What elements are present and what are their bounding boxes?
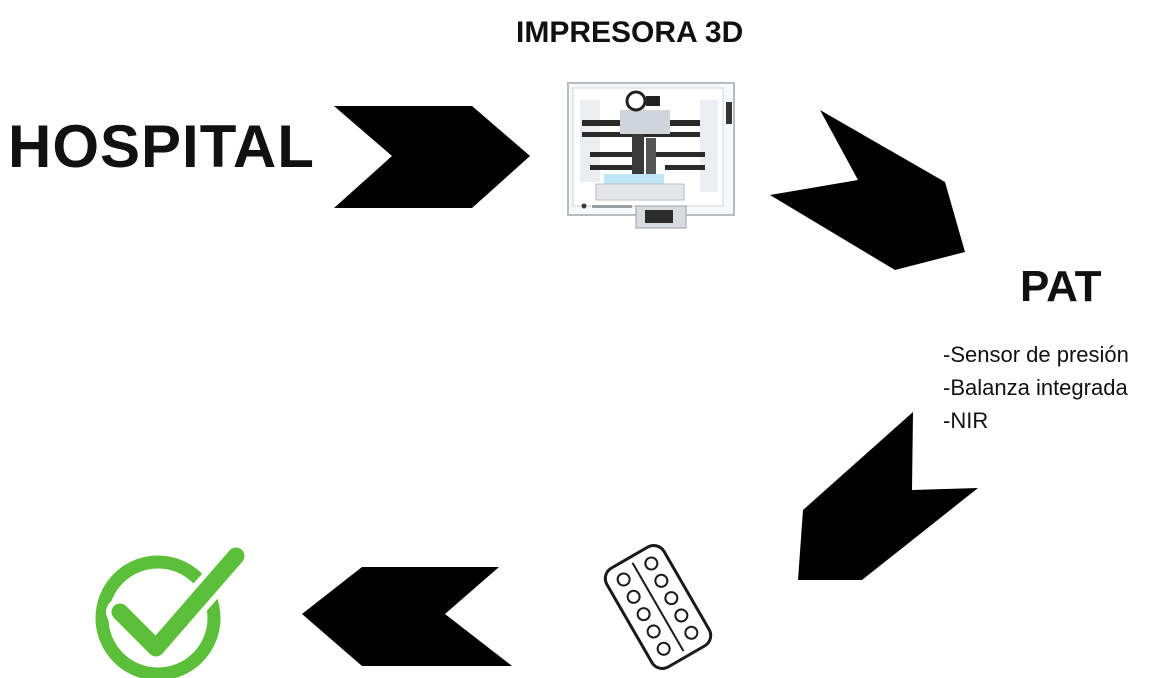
arrow-hospital-to-printer bbox=[334, 106, 530, 208]
arrow-printer-to-pat bbox=[770, 110, 965, 270]
3d-printer-icon bbox=[568, 83, 734, 228]
arrow-pat-to-tablets bbox=[798, 412, 978, 580]
green-checkmark-icon bbox=[102, 556, 236, 674]
arrow-tablets-to-approval bbox=[302, 567, 512, 666]
pill-blister-icon bbox=[601, 541, 715, 673]
